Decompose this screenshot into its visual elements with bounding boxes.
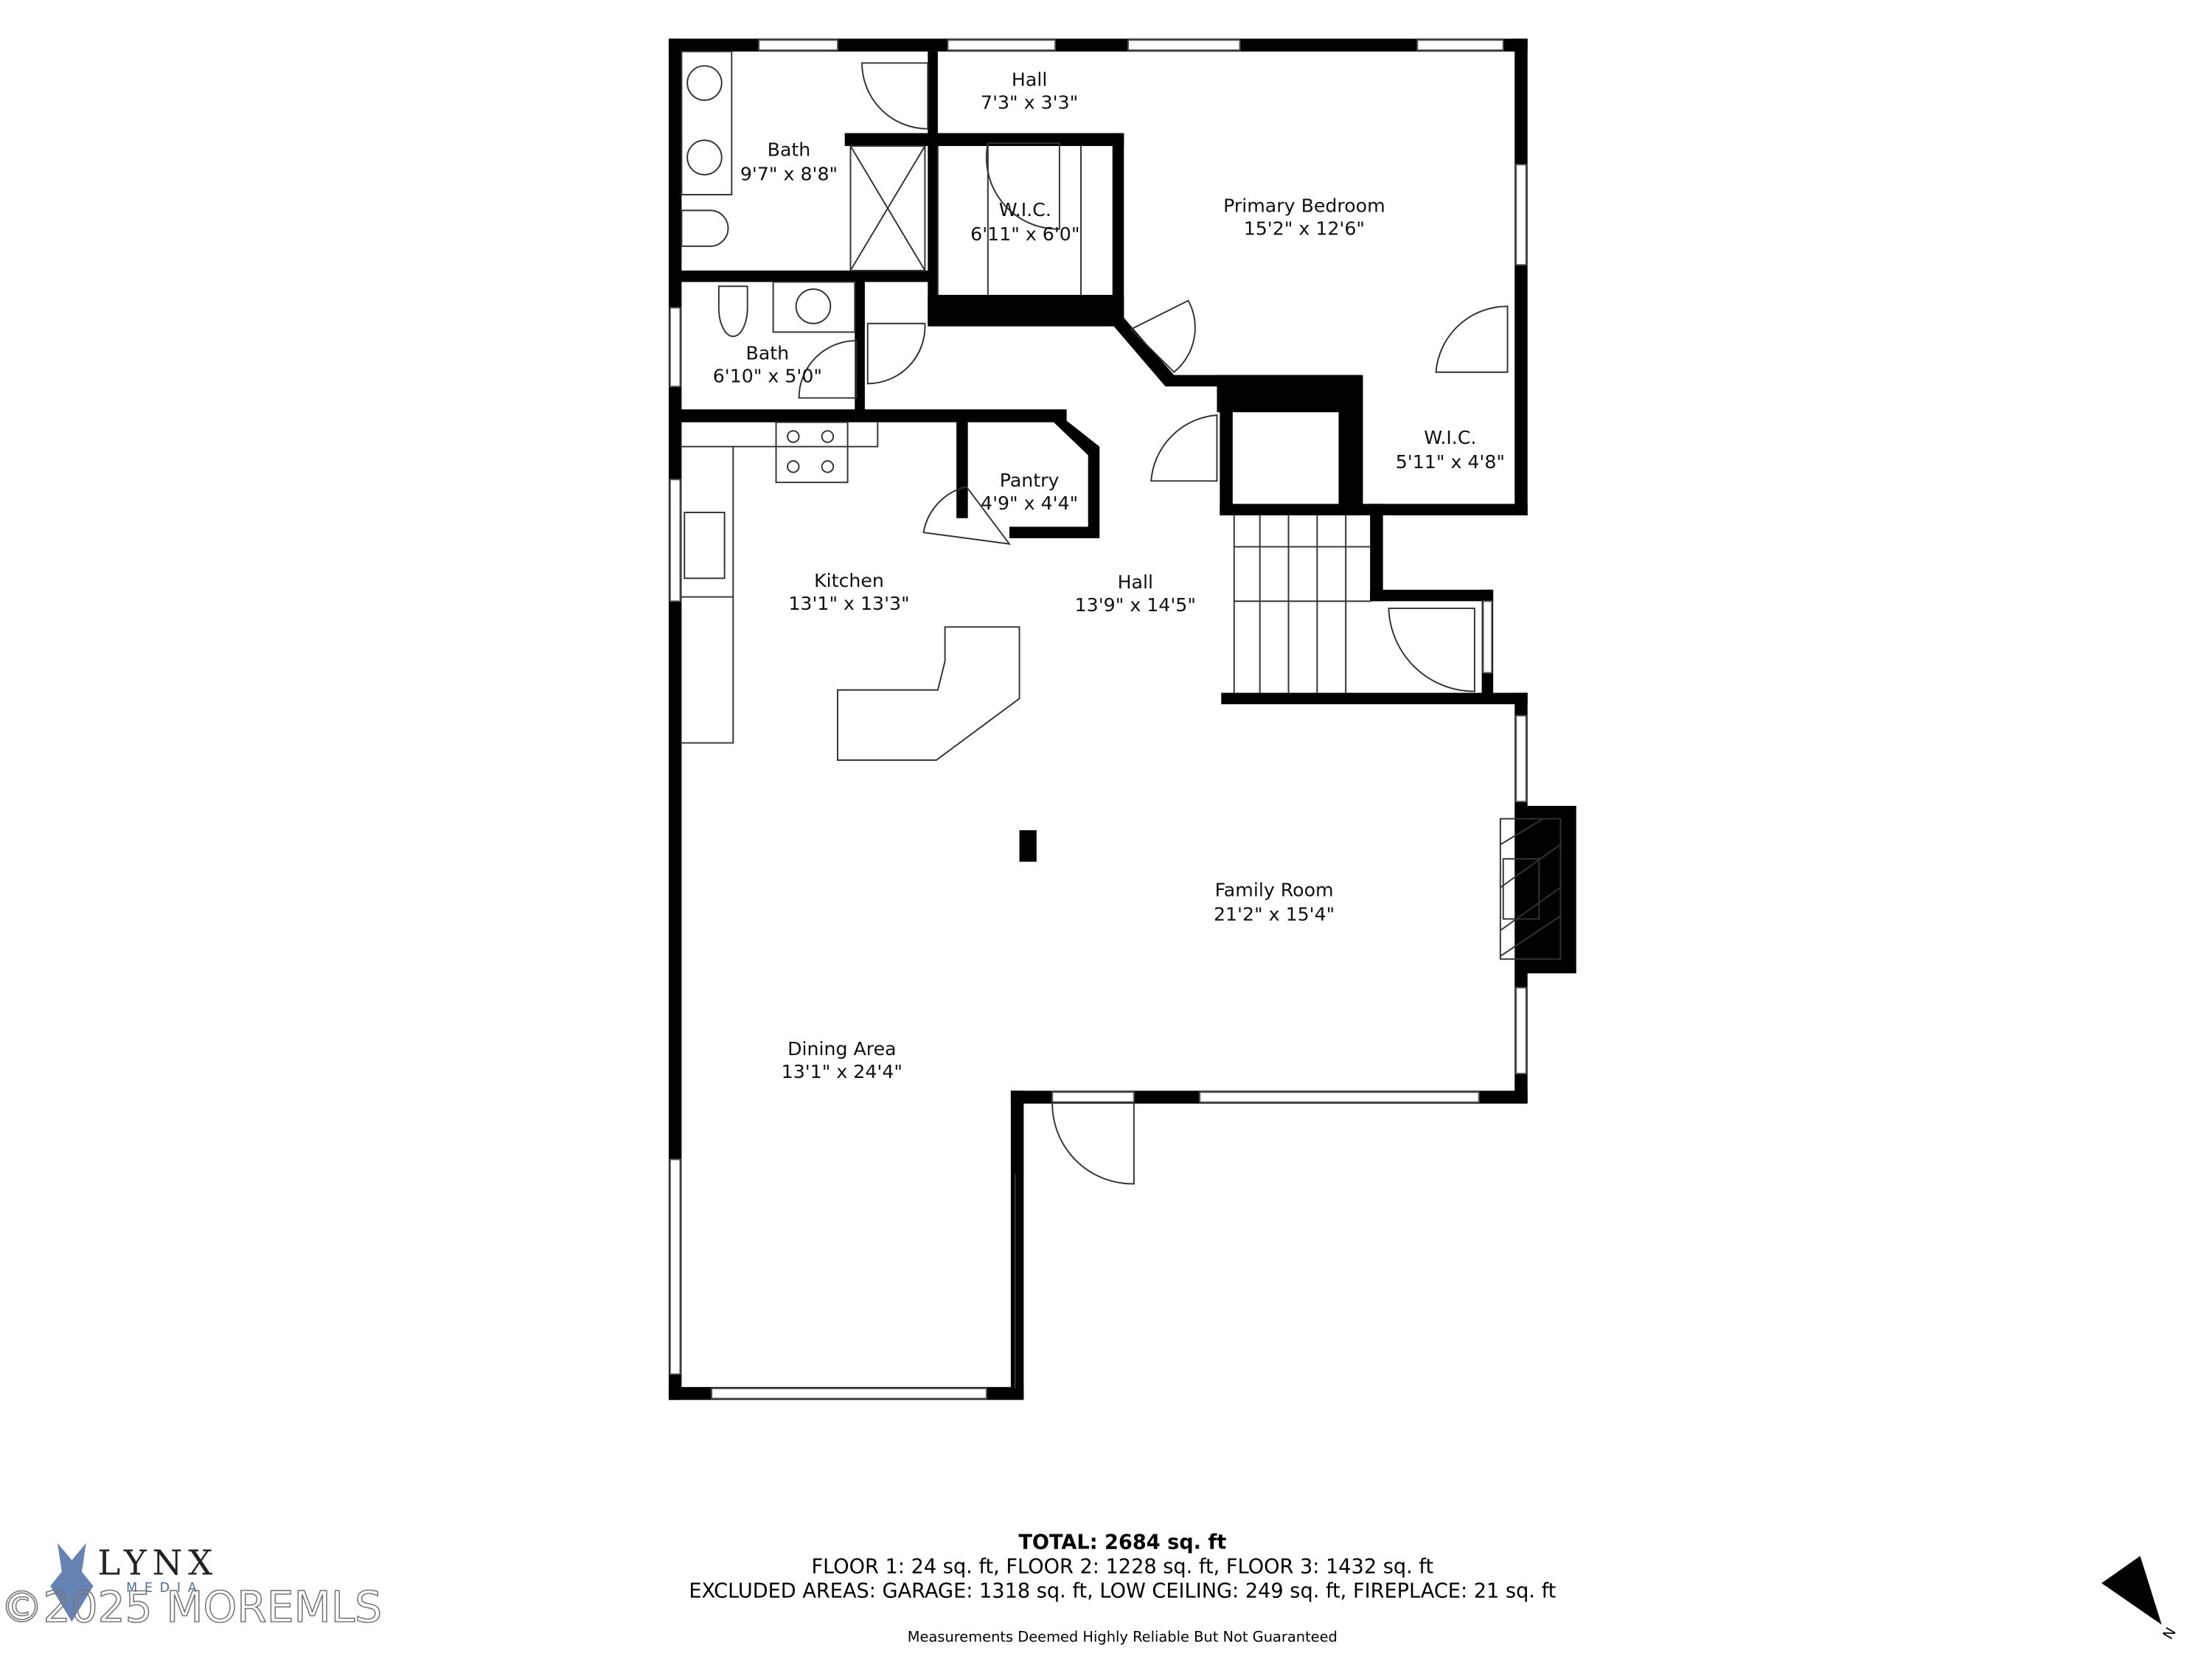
logo-brand: LYNX [97,1543,218,1582]
room-name: Pantry [1000,470,1060,491]
north-arrow-icon [2101,1556,2162,1625]
room-size: 15'2" x 12'6" [1244,218,1365,239]
room-size: 6'10" x 5'0" [713,365,822,386]
room-name: W.I.C. [999,199,1051,220]
lynx-icon [50,1543,94,1622]
watermark: ©2025 MOREMLS [0,1582,382,1632]
logo-sub: MEDIA [126,1581,204,1596]
room-name: Family Room [1215,879,1334,900]
windows [669,39,1527,1399]
room-name: Bath [746,342,790,364]
room-name: Primary Bedroom [1223,195,1385,216]
room-size: 21'2" x 15'4" [1214,903,1335,925]
room-name: Hall [1012,69,1047,90]
room-size: 13'1" x 24'4" [782,1061,902,1082]
disclaimer: Measurements Deemed Highly Reliable But … [908,1629,1338,1646]
room-name: W.I.C. [1424,427,1476,448]
total-area: TOTAL: 2684 sq. ft [1018,1531,1226,1554]
room-size: 5'11" x 4'8" [1396,451,1505,473]
room-size: 13'1" x 13'3" [788,593,909,614]
room-name: Dining Area [787,1038,896,1060]
fixtures [681,50,1562,1389]
room-labels: Hall 7'3" x 3'3" Bath 9'7" x 8'8" W.I.C.… [713,69,1505,1082]
room-name: Bath [768,139,811,161]
room-size: 6'11" x 6'0" [970,223,1079,245]
room-size: 13'9" x 14'5" [1075,594,1196,616]
room-name: Hall [1118,571,1153,593]
room-size: 7'3" x 3'3" [981,92,1078,114]
compass-label: N [2160,1624,2180,1642]
room-name: Kitchen [814,570,884,591]
footer: TOTAL: 2684 sq. ft FLOOR 1: 24 sq. ft, F… [689,1531,1556,1646]
logo: LYNX MEDIA ©2025 MOREMLS [0,1543,383,1632]
excluded-areas: EXCLUDED AREAS: GARAGE: 1318 sq. ft, LOW… [689,1580,1556,1603]
room-size: 9'7" x 8'8" [740,164,838,185]
floor-areas: FLOOR 1: 24 sq. ft, FLOOR 2: 1228 sq. ft… [812,1556,1434,1579]
compass: N [2101,1556,2180,1642]
walls [668,38,1576,1400]
room-size: 4'9" x 4'4" [981,493,1078,514]
